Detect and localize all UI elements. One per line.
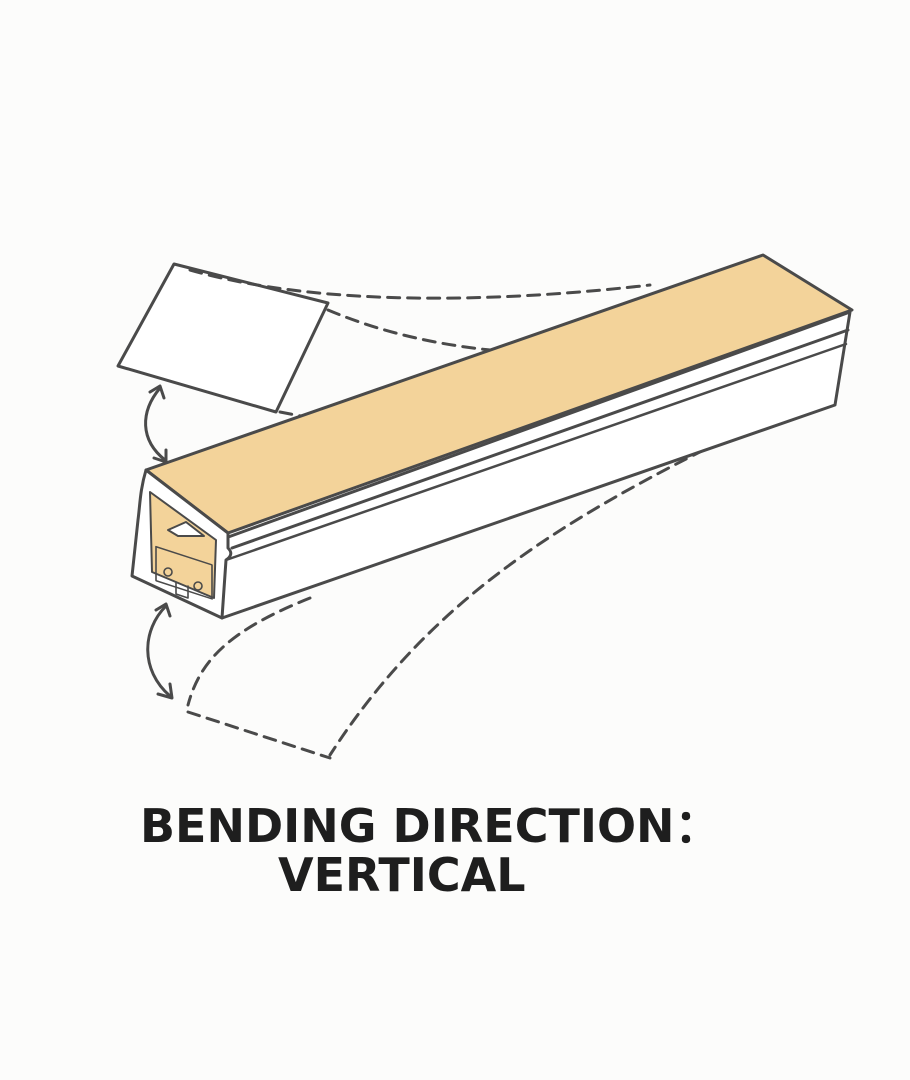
caption-title: BENDING DIRECTION： [140,799,721,853]
strip-led-chip-2 [193,581,203,591]
strip-tab [175,581,189,599]
bent-down-dashed-inner [186,596,312,707]
bent-up-dashed-top [188,268,652,300]
strip-groove-line [230,328,850,550]
strip-pcb [155,545,213,600]
bent-down-dashed-outer [328,430,742,757]
bent-down-outline [186,430,742,760]
strip-groove-line-2 [224,342,848,562]
bent-down-dashed-bottom [186,710,332,760]
caption-value: VERTICAL [278,848,526,902]
strip-lens [167,521,205,537]
strip-led-chip [163,567,173,577]
bend-up-arrow-icon [144,384,168,464]
bend-down-arrow-icon [146,602,174,700]
neon-strip [130,253,854,620]
bent-up-end-face [116,262,330,414]
strip-end-inner [149,491,217,599]
